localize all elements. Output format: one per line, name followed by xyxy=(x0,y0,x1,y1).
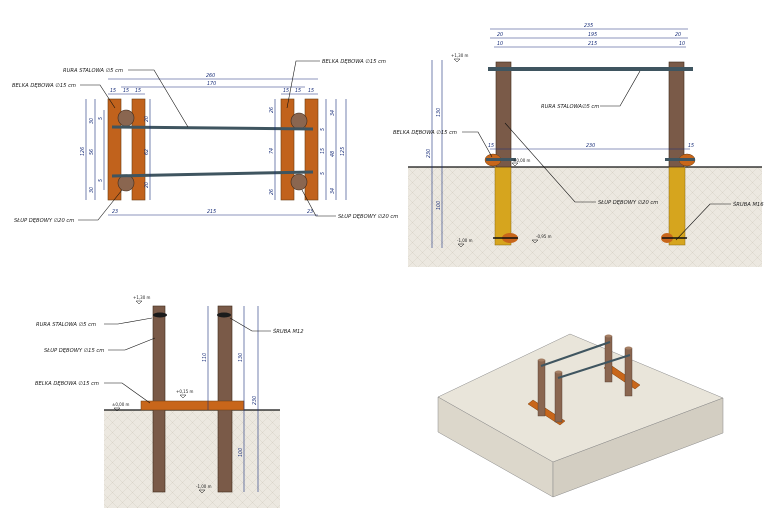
side-dim-a: 110 xyxy=(202,353,208,362)
side-level-top: +1,30 m xyxy=(133,295,151,300)
elev-dim-top-c: 20 xyxy=(675,32,681,38)
plan-beam-right-inner xyxy=(280,98,295,201)
plan-dim-inner-right-c: 26 xyxy=(269,189,275,195)
elev-dim-top-total: 235 xyxy=(584,23,593,29)
elev-label-belka: BELKA DĘBOWA ∅15 cm xyxy=(393,130,457,136)
plan-dim-l1: 15 xyxy=(110,88,116,94)
plan-post-top-right xyxy=(290,112,308,130)
plan-dim-inner-left-b: 62 xyxy=(144,149,150,155)
elev-label-sruba: ŚRUBA M16 xyxy=(733,201,764,208)
side-post-right xyxy=(217,305,233,493)
elev-level-ground: ±0,00 m xyxy=(513,158,531,163)
plan-dim-left-b: 56 xyxy=(89,149,95,155)
isometric-view xyxy=(437,333,724,498)
plan-label-belka-right: BELKA DĘBOWA ∅15 cm xyxy=(322,59,386,65)
iso-slab-right xyxy=(552,397,724,498)
elev-dim-inner: 230 xyxy=(586,143,595,149)
plan-label-slup-right: SŁUP DĘBOWY ∅20 cm xyxy=(338,214,398,220)
elev-dim-small-right: 15 xyxy=(688,143,694,149)
side-dim-b: 130 xyxy=(238,353,244,362)
side-beam xyxy=(140,400,245,411)
side-dim-d: 100 xyxy=(238,448,244,457)
side-level-bottom: -1,00 m xyxy=(196,484,212,489)
elev-dim-s2: 10 xyxy=(679,41,685,47)
plan-dim-right-c: 34 xyxy=(330,188,336,194)
plan-dim-left2-c: 5 xyxy=(98,179,104,182)
plan-dim-right2-b: 15 xyxy=(320,148,326,154)
side-soil xyxy=(104,410,280,508)
elev-dim-top-a: 20 xyxy=(497,32,503,38)
plan-dim-right2-c: 5 xyxy=(320,172,326,175)
plan-beam-right-outer xyxy=(304,98,319,201)
elev-dim-s1: 10 xyxy=(497,41,503,47)
plan-label-slup-left: SŁUP DĘBOWY ∅20 cm xyxy=(14,218,74,224)
side-level-ground: ±0,00 m xyxy=(112,402,130,407)
plan-dim-bottom-right: 23 xyxy=(307,209,313,215)
plan-dim-right-a: 34 xyxy=(330,110,336,116)
side-dim-c: 230 xyxy=(252,396,258,405)
elev-label-rura: RURA STALOWA∅5 cm xyxy=(541,104,599,110)
plan-dim-right2-a: 5 xyxy=(320,128,326,131)
iso-post-1 xyxy=(537,359,546,417)
front-elevation: 235 20 195 20 10 215 10 230 15 15 230 13… xyxy=(393,23,764,267)
elev-dim-v-total: 230 xyxy=(426,149,432,158)
plan-label-belka-left: BELKA DĘBOWA ∅15 cm xyxy=(12,83,76,89)
side-bolt xyxy=(217,312,231,318)
plan-dim-inner-left-a: 20 xyxy=(144,116,150,122)
elev-dim-second: 215 xyxy=(588,41,597,47)
plan-dim-left2-a: 5 xyxy=(98,117,104,120)
plan-post-bottom-right xyxy=(290,173,308,191)
side-label-sruba: ŚRUBA M12 xyxy=(273,328,304,335)
plan-pipe-top xyxy=(111,125,314,131)
elev-level-top: +1,30 m xyxy=(451,53,469,58)
elev-dim-small-left: 15 xyxy=(488,143,494,149)
elev-post-right xyxy=(668,61,685,168)
iso-pipe-2 xyxy=(557,354,631,379)
plan-post-bottom-left xyxy=(117,174,135,192)
plan-dim-left-total: 126 xyxy=(80,147,86,156)
plan-post-top-left xyxy=(117,109,135,127)
plan-dim-r1: 15 xyxy=(283,88,289,94)
iso-pipe-1 xyxy=(540,341,611,367)
plan-dim-right-b: 48 xyxy=(330,151,336,157)
side-label-rura: RURA STALOWA ∅5 cm xyxy=(36,322,96,328)
plan-dim-inner-left-c: 20 xyxy=(144,182,150,188)
plan-dim-r3: 15 xyxy=(308,88,314,94)
plan-view: 260 170 15 15 15 15 15 15 23 215 23 126 … xyxy=(12,59,398,224)
plan-dim-inner: 170 xyxy=(207,81,216,87)
plan-dim-right-total: 125 xyxy=(340,147,346,156)
side-post-left xyxy=(152,305,166,493)
side-label-belka: BELKA DĘBOWA ∅15 cm xyxy=(35,381,99,387)
elev-pipe xyxy=(488,67,693,71)
elev-level-bottom-left: -1,00 m xyxy=(457,238,473,243)
plan-dim-bottom-mid: 215 xyxy=(207,209,216,215)
plan-dim-l2: 15 xyxy=(123,88,129,94)
side-pipe-end xyxy=(153,312,167,318)
elev-soil xyxy=(408,167,762,267)
side-level-mid: +0,15 m xyxy=(176,389,194,394)
plan-label-rura: RURA STALOWA ∅5 cm xyxy=(63,68,123,74)
iso-post-2 xyxy=(554,371,563,423)
plan-pipe-bottom xyxy=(111,170,314,178)
elev-post-left xyxy=(495,61,512,168)
elev-dim-v-below: 100 xyxy=(436,201,442,210)
plan-dim-inner-right-b: 74 xyxy=(269,148,275,154)
plan-dim-inner-right-a: 26 xyxy=(269,107,275,113)
plan-dim-l3: 15 xyxy=(135,88,141,94)
elev-label-slup: SŁUP DĘBOWY ∅20 cm xyxy=(598,200,658,206)
elev-level-bottom-right: -0,95 m xyxy=(536,234,552,239)
plan-dim-left-a: 30 xyxy=(89,118,95,124)
elev-dim-top-b: 195 xyxy=(588,32,597,38)
plan-dim-total: 260 xyxy=(206,73,215,79)
plan-dim-left-c: 30 xyxy=(89,187,95,193)
plan-dim-bottom-left: 23 xyxy=(112,209,118,215)
elev-dim-v-above: 130 xyxy=(436,108,442,117)
side-section: 110 130 100 230 +1,30 m +0,15 m ±0,00 m … xyxy=(35,295,304,508)
plan-dim-r2: 15 xyxy=(295,88,301,94)
side-label-slup: SŁUP DĘBOWY ∅15 cm xyxy=(44,348,104,354)
